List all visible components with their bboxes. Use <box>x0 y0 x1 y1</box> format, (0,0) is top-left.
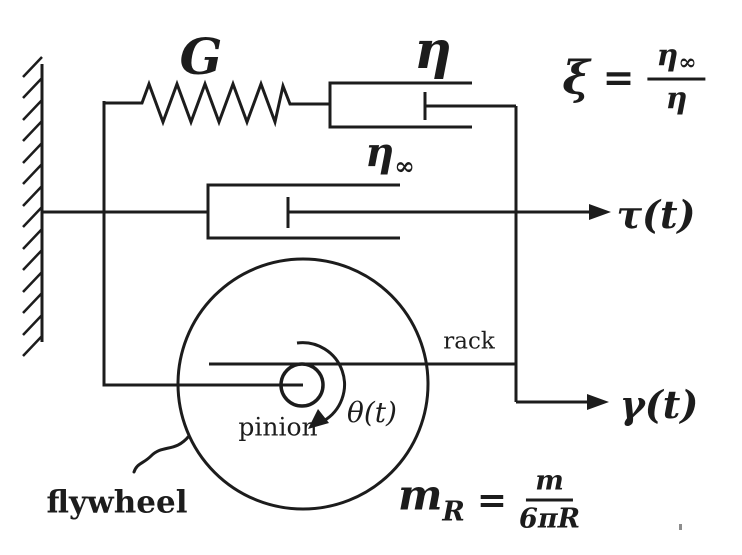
gamma-arrowhead <box>587 394 609 410</box>
dashpot-eta-inf-cylinder <box>206 183 400 240</box>
rotation-angle-label: θ(t) <box>347 396 397 429</box>
xi-equation: ξ = η∞ η <box>562 38 706 117</box>
wall-hatching <box>22 56 43 357</box>
dashpot-eta-cylinder <box>328 81 472 129</box>
xi-equation-numerator-base: η <box>656 38 679 74</box>
reduced-mass-lhs-sub: R <box>442 496 465 528</box>
xi-equation-denominator: η <box>665 81 688 117</box>
branch-and-axle-line <box>102 101 303 387</box>
rotation-arrowhead <box>308 409 329 429</box>
reduced-mass-equation: mR = m 6πR <box>398 468 580 533</box>
reduced-mass-equals: = <box>476 479 508 521</box>
dashpot-eta-inf-label-sub: ∞ <box>394 151 415 181</box>
xi-equation-equals: = <box>602 54 635 100</box>
dashpot-eta-inf-label: η∞ <box>365 132 415 181</box>
dashpot-eta-label: η <box>414 20 452 81</box>
pinion-label: pinion <box>238 412 318 442</box>
xi-equation-numerator: η∞ <box>647 38 706 81</box>
stray-mark <box>679 524 682 530</box>
flywheel-pointer-curve <box>132 434 191 474</box>
spring-label: G <box>179 27 223 86</box>
tau-output-label: τ(t) <box>616 192 696 237</box>
tau-arrowhead <box>589 204 611 220</box>
reduced-mass-denominator: 6πR <box>519 503 581 535</box>
dashpot-eta-inf-label-base: η <box>365 128 395 176</box>
reduced-mass-lhs: mR <box>398 474 465 528</box>
xi-equation-numerator-sub: ∞ <box>678 49 697 76</box>
xi-equation-lhs: ξ <box>562 50 590 105</box>
rack-label: rack <box>443 328 495 355</box>
flywheel-label: flywheel <box>46 484 188 521</box>
reduced-mass-numerator: m <box>526 468 573 502</box>
reduced-mass-lhs-base: m <box>397 470 443 520</box>
rotation-arrow-arc <box>296 341 346 423</box>
pinion-circle <box>279 362 325 408</box>
xi-equation-fraction: η∞ η <box>647 38 706 117</box>
spring-zigzag <box>104 79 330 128</box>
reduced-mass-fraction: m 6πR <box>519 468 580 533</box>
gamma-output-label: γ(t) <box>619 382 699 427</box>
